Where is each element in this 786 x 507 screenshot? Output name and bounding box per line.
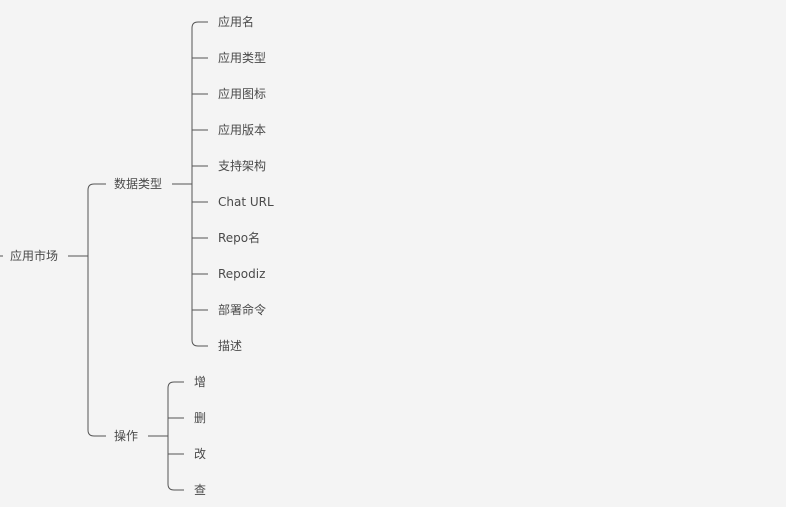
branch-node-data-types[interactable]: 数据类型 bbox=[114, 177, 163, 191]
leaf-node-app-version[interactable]: 应用版本 bbox=[218, 123, 267, 137]
leaf-node-app-name[interactable]: 应用名 bbox=[218, 15, 255, 29]
leaf-node-repo-name[interactable]: Repo名 bbox=[218, 231, 261, 245]
leaf-node-create[interactable]: 增 bbox=[194, 375, 207, 389]
operations-connector bbox=[148, 381, 184, 491]
leaf-node-deploy-cmd[interactable]: 部署命令 bbox=[218, 303, 267, 317]
root-connector bbox=[68, 183, 106, 437]
leaf-node-repodiz[interactable]: Repodiz bbox=[218, 267, 266, 281]
branch-node-operations[interactable]: 操作 bbox=[114, 429, 139, 443]
leaf-node-arch[interactable]: 支持架构 bbox=[218, 159, 267, 173]
leaf-node-app-icon[interactable]: 应用图标 bbox=[218, 87, 267, 101]
data-types-connector bbox=[172, 21, 208, 347]
leaf-node-chat-url[interactable]: Chat URL bbox=[218, 195, 274, 209]
leaf-node-app-type[interactable]: 应用类型 bbox=[218, 51, 267, 65]
leaf-node-delete[interactable]: 删 bbox=[194, 411, 207, 425]
leaf-node-read[interactable]: 查 bbox=[194, 483, 207, 497]
leaf-node-update[interactable]: 改 bbox=[194, 447, 207, 461]
root-node[interactable]: 应用市场 bbox=[10, 249, 59, 263]
leaf-node-description[interactable]: 描述 bbox=[218, 339, 243, 353]
